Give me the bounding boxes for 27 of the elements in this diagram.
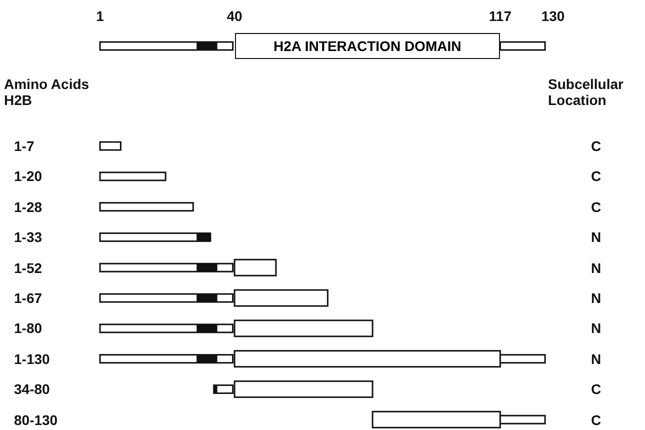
domain-box: H2A INTERACTION DOMAIN xyxy=(234,33,500,59)
location-label: N xyxy=(590,290,602,306)
construct-label: 34-80 xyxy=(14,381,50,398)
residue-number: 1 xyxy=(95,8,105,24)
residue-number: 40 xyxy=(226,8,244,24)
column-header: Amino Acids H2B xyxy=(4,76,90,108)
location-label: N xyxy=(590,320,602,336)
location-label: C xyxy=(590,412,602,428)
construct-label: 1-52 xyxy=(14,260,42,276)
location-label: C xyxy=(590,168,602,184)
construct-label: 1-20 xyxy=(14,168,42,184)
location-label: N xyxy=(590,260,602,276)
construct-label: 1-130 xyxy=(14,350,50,367)
construct-label: 1-33 xyxy=(14,229,42,246)
location-label: C xyxy=(590,198,602,215)
residue-number: 117 xyxy=(488,8,512,24)
construct-label: 1-67 xyxy=(14,290,42,306)
column-header: Subcellular Location xyxy=(548,76,624,108)
location-label: N xyxy=(590,229,602,246)
construct-label: 1-7 xyxy=(14,138,34,154)
construct-label: 1-80 xyxy=(14,320,42,336)
location-label: N xyxy=(590,350,602,367)
residue-number: 130 xyxy=(540,8,566,24)
location-label: C xyxy=(590,381,602,398)
construct-label: 1-28 xyxy=(14,198,42,215)
location-label: C xyxy=(590,138,602,154)
construct-label: 80-130 xyxy=(14,412,58,428)
